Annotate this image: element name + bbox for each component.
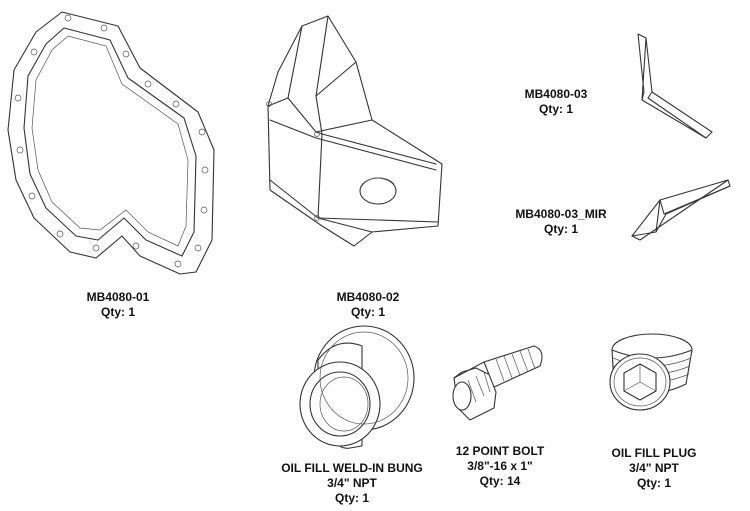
part-name: MB4080-03 <box>524 87 588 101</box>
part-qty: Qty: 1 <box>334 491 369 505</box>
bolt-drawing <box>452 345 543 421</box>
part-name: MB4080-03_MIR <box>515 207 607 221</box>
part-qty: Qty: 1 <box>100 305 135 319</box>
part-name: OIL FILL PLUG <box>611 446 697 460</box>
part-name: MB4080-01 <box>86 290 150 304</box>
part-label-weld-bung: OIL FILL WELD-IN BUNG 3/4" NPT Qty: 1 <box>262 461 442 506</box>
part-qty: Qty: 1 <box>350 305 385 319</box>
gusset-drawing <box>637 33 713 139</box>
part-label-plug: OIL FILL PLUG 3/4" NPT Qty: 1 <box>594 446 714 491</box>
skid-plate-drawing <box>266 15 443 247</box>
cover-plate-drawing <box>7 11 215 275</box>
part-qty: Qty: 1 <box>636 476 671 490</box>
weld-bung-drawing <box>299 325 415 449</box>
part-name: OIL FILL WELD-IN BUNG <box>281 461 423 475</box>
part-name: MB4080-02 <box>336 290 400 304</box>
gusset-mirror-drawing <box>631 179 731 241</box>
part-name: 12 POINT BOLT <box>455 444 545 458</box>
part-spec: 3/4" NPT <box>629 461 679 475</box>
part-label-mb4080-01: MB4080-01 Qty: 1 <box>48 290 188 320</box>
part-qty: Qty: 1 <box>543 222 578 236</box>
plug-drawing <box>609 333 693 411</box>
part-spec: 3/8"-16 x 1" <box>467 459 533 473</box>
part-qty: Qty: 14 <box>479 474 521 488</box>
part-spec: 3/4" NPT <box>327 476 377 490</box>
part-label-mb4080-03-mir: MB4080-03_MIR Qty: 1 <box>496 207 626 237</box>
part-label-mb4080-02: MB4080-02 Qty: 1 <box>298 290 438 320</box>
part-label-mb4080-03: MB4080-03 Qty: 1 <box>496 87 616 117</box>
part-qty: Qty: 1 <box>538 102 573 116</box>
part-label-bolt: 12 POINT BOLT 3/8"-16 x 1" Qty: 14 <box>440 444 560 489</box>
